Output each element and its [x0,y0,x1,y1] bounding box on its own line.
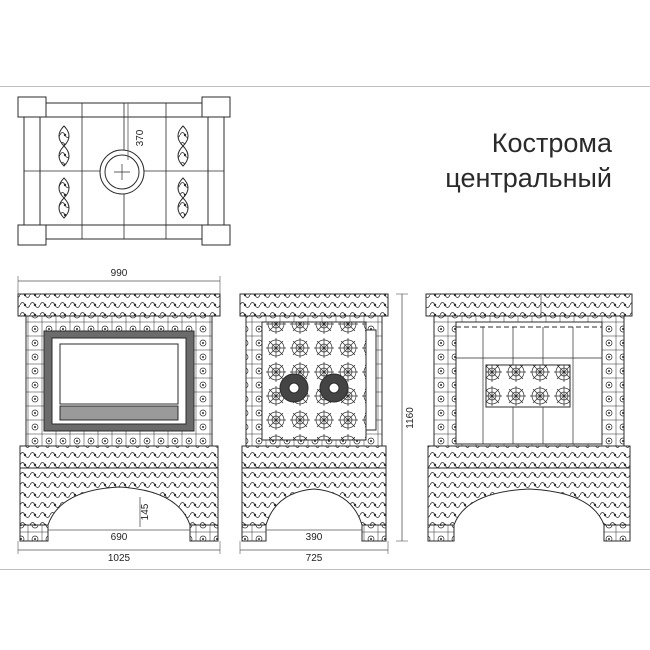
side-base-label: 725 [306,553,323,564]
front-opening-label: 690 [111,532,128,543]
section-crown [425,293,633,317]
front-width-label: 990 [111,268,128,279]
title-line-2: центральный [445,163,612,193]
front-leg-label: 145 [140,503,151,520]
ornament-rosette-icon [58,125,189,219]
front-right-foot [189,524,219,542]
title-line-1: Кострома [491,128,612,158]
side-base-arch [241,467,387,526]
front-base-label: 1025 [108,553,131,564]
drawing-frame [0,86,650,570]
front-crown [17,293,221,317]
height-label: 1160 [405,407,416,429]
section-base-arch [427,467,631,526]
product-title: Кострома центральный [445,126,612,196]
side-cornice [241,445,387,469]
section-decor-panel [485,364,571,408]
side-view [239,293,408,554]
front-view [17,276,221,554]
section-view [425,293,633,542]
side-inner-label: 390 [306,532,323,543]
top-view [17,96,231,246]
side-decor-panel [261,321,367,441]
firebox-glass [59,343,179,405]
front-base-arch [19,467,219,526]
side-crown [239,293,389,317]
top-depth-label: 370 [135,129,146,146]
front-left-foot [19,524,49,542]
front-cornice [19,445,219,469]
